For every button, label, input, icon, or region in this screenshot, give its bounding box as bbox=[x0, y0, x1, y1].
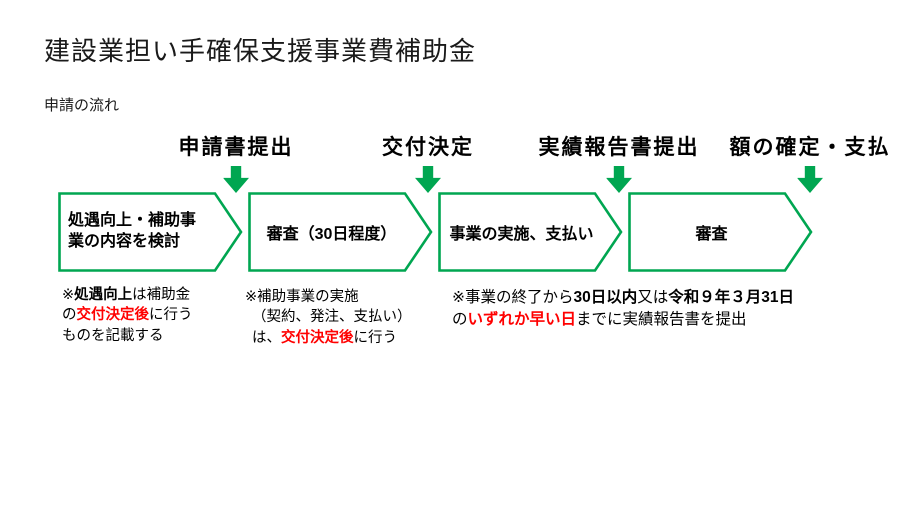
note-line: ※補助事業の実施 bbox=[245, 287, 460, 307]
milestone-amount-payment: 額の確定・支払 bbox=[730, 131, 891, 193]
note-line: ※処遇向上は補助金 bbox=[62, 285, 257, 305]
bold-text: 処遇向上 bbox=[74, 287, 133, 303]
text-segment: の bbox=[452, 310, 468, 328]
process-step-2: 審査（30日程度） bbox=[248, 192, 433, 272]
process-step-3: 事業の実施、支払い bbox=[438, 192, 623, 272]
text-segment: ※ bbox=[62, 287, 75, 303]
process-step-4: 審査 bbox=[628, 192, 813, 272]
text-segment: の bbox=[62, 307, 77, 324]
step-label: 審査（30日程度） bbox=[266, 226, 397, 243]
note-step1: ※処遇向上は補助金 の交付決定後に行う ものを記載する bbox=[62, 285, 257, 346]
text-segment: は補助金 bbox=[132, 287, 191, 303]
text-segment: ※事業の終了から bbox=[452, 289, 574, 306]
red-highlight-text: いずれか早い日 bbox=[467, 310, 577, 328]
step-label: 処遇向上・補助事業の内容を検討 bbox=[68, 212, 197, 250]
text-segment: に行う bbox=[149, 307, 193, 324]
text-segment: までに実績報告書を提出 bbox=[576, 310, 747, 328]
milestone-grant-decision: 交付決定 bbox=[382, 131, 474, 193]
milestone-label: 申請書提出 bbox=[178, 136, 294, 159]
note-line: ものを記載する bbox=[62, 326, 257, 346]
text-segment: ものを記載する bbox=[62, 327, 164, 344]
step-label: 審査 bbox=[695, 226, 728, 243]
down-arrow-icon bbox=[606, 166, 632, 193]
down-arrow-icon bbox=[797, 166, 823, 193]
chevron-shape bbox=[248, 192, 433, 272]
note-line: のいずれか早い日までに実績報告書を提出 bbox=[452, 309, 892, 331]
down-arrow-icon bbox=[223, 166, 249, 193]
note-line: ※事業の終了から30日以内又は令和９年３月31日 bbox=[452, 287, 892, 309]
milestone-label: 実績報告書提出 bbox=[538, 136, 700, 159]
milestone-application-submit: 申請書提出 bbox=[179, 131, 294, 193]
process-step-1: 処遇向上・補助事業の内容を検討 bbox=[58, 192, 243, 272]
page-subtitle: 申請の流れ bbox=[44, 96, 120, 114]
text-segment: は、 bbox=[252, 329, 281, 346]
text-segment: に行う bbox=[353, 329, 398, 346]
text-segment: （契約、発注、支払い） bbox=[252, 309, 412, 326]
red-highlight-text: 交付決定後 bbox=[281, 329, 354, 346]
chevron-shape bbox=[58, 192, 243, 272]
bold-text: 30日以内 bbox=[573, 289, 638, 306]
bold-text: 令和９年３月31日 bbox=[668, 289, 795, 306]
note-step2: ※補助事業の実施 （契約、発注、支払い） は、交付決定後に行う bbox=[245, 287, 460, 348]
down-arrow-icon bbox=[415, 166, 441, 193]
page-title: 建設業担い手確保支援事業費補助金 bbox=[44, 37, 477, 67]
chevron-shape bbox=[438, 192, 623, 272]
chevron-shape bbox=[628, 192, 813, 272]
note-line: は、交付決定後に行う bbox=[245, 328, 460, 348]
note-line: の交付決定後に行う bbox=[62, 305, 257, 325]
milestone-label: 額の確定・支払 bbox=[729, 136, 891, 159]
milestone-report-submit: 実績報告書提出 bbox=[539, 131, 700, 193]
note-step3: ※事業の終了から30日以内又は令和９年３月31日 のいずれか早い日までに実績報告… bbox=[452, 287, 892, 330]
text-segment: ※補助事業の実施 bbox=[245, 289, 359, 305]
step-label: 事業の実施、支払い bbox=[449, 226, 594, 243]
note-line: （契約、発注、支払い） bbox=[245, 307, 460, 327]
text-segment: 又は bbox=[637, 289, 669, 306]
red-highlight-text: 交付決定後 bbox=[76, 307, 150, 324]
milestone-label: 交付決定 bbox=[382, 136, 474, 159]
